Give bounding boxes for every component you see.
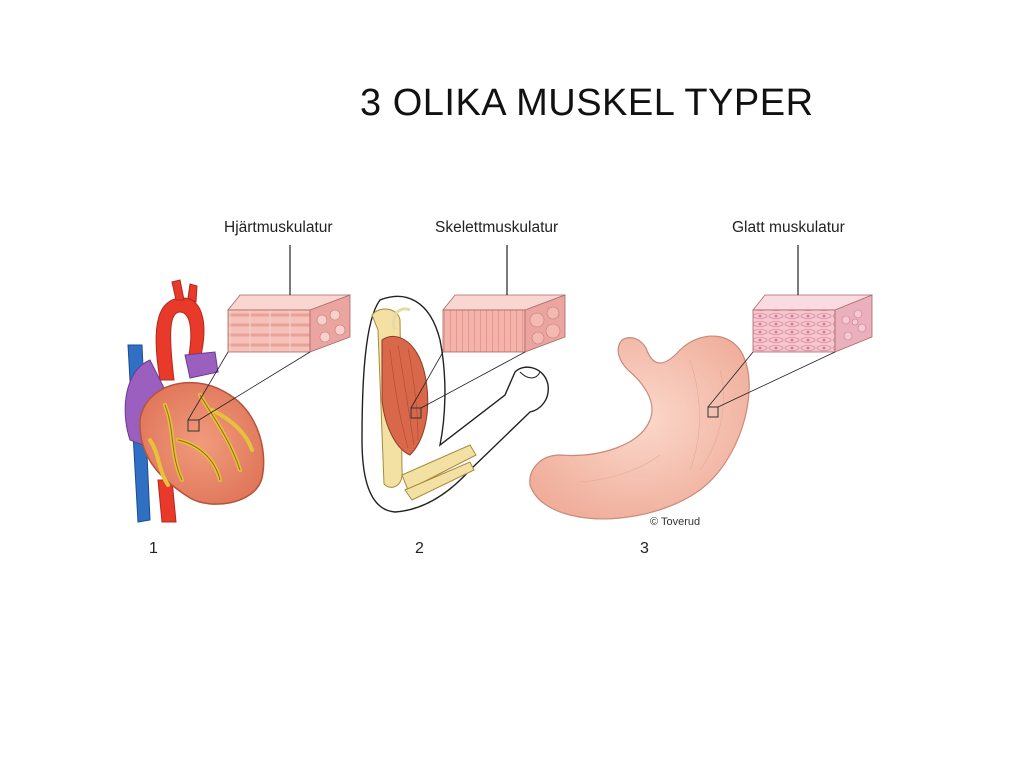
- cardiac-tissue-block: [187, 245, 351, 421]
- panel-number-2: 2: [415, 540, 424, 557]
- heart-illustration: [124, 279, 265, 523]
- arm-illustration: [361, 295, 549, 513]
- stomach-illustration: [529, 335, 750, 520]
- panel-number-1: 1: [149, 540, 158, 557]
- panel-number-3: 3: [640, 540, 649, 557]
- copyright-credit: © Toverud: [650, 516, 701, 528]
- label-smooth-muscle: Glatt muskulatur: [732, 219, 845, 236]
- slide-title: 3 OLIKA MUSKEL TYPER: [360, 82, 814, 124]
- smooth-tissue-block: [707, 245, 873, 408]
- label-cardiac-muscle: Hjärtmuskulatur: [224, 219, 333, 236]
- skeletal-tissue-block: [410, 245, 566, 409]
- label-skeletal-muscle: Skelettmuskulatur: [435, 219, 559, 236]
